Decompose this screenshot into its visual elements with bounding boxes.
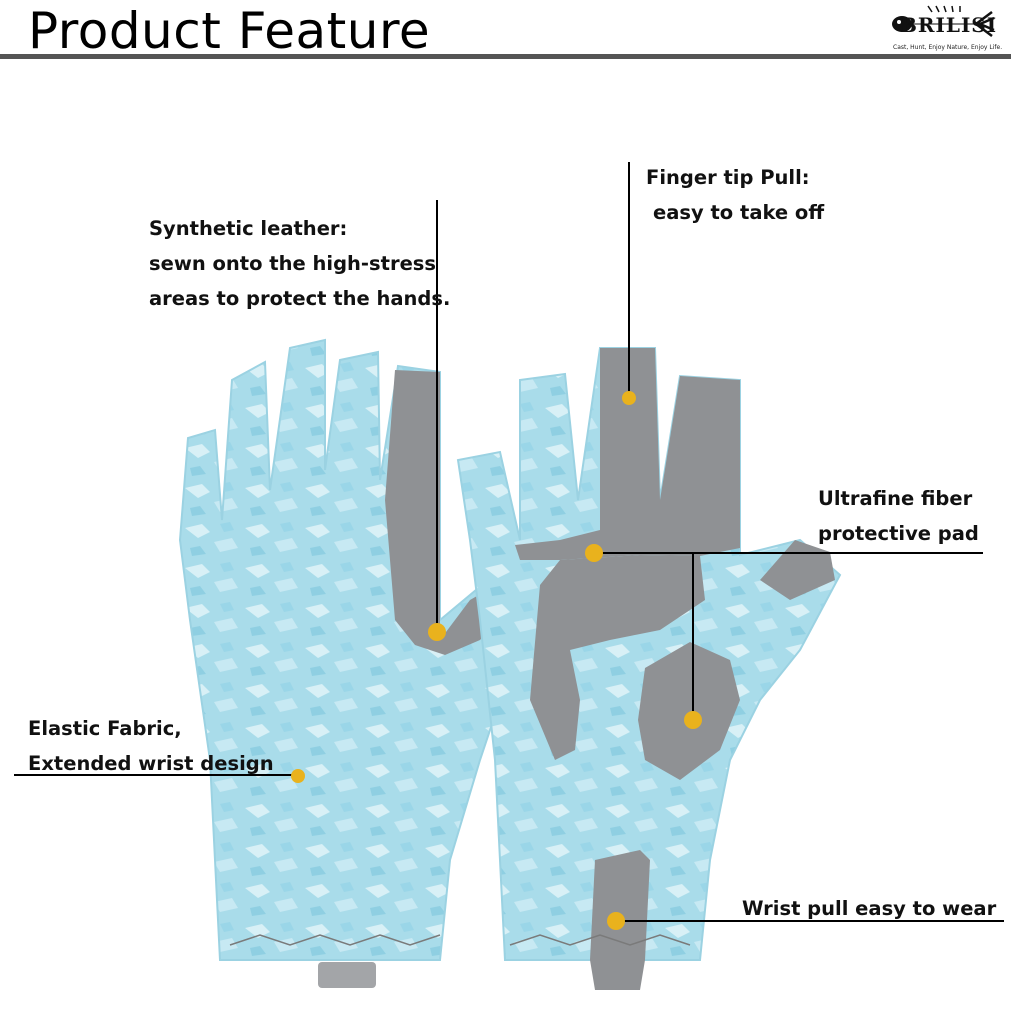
ultrafine-fiber-marker — [585, 544, 603, 562]
right-glove — [456, 347, 842, 990]
brand-wordmark: BRILISI — [900, 13, 998, 37]
synthetic-leather-marker — [428, 623, 446, 641]
pad-marker — [684, 711, 702, 729]
wrist-pull-marker — [607, 912, 625, 930]
finger-tip-pull-label: Finger tip Pull: easy to take off — [646, 166, 825, 224]
finger-tip-pull-marker — [622, 391, 636, 405]
page-title: Product Feature — [28, 2, 431, 60]
fish-skeleton-icon — [892, 5, 995, 37]
elastic-fabric-marker — [291, 769, 305, 783]
brand-tagline: Cast, Hunt, Enjoy Nature, Enjoy Life. — [893, 44, 1003, 51]
synthetic-leather-label: Synthetic leather: sewn onto the high-st… — [149, 217, 451, 310]
ultrafine-fiber-label: Ultrafine fiber protective pad — [818, 487, 979, 545]
header-divider — [0, 54, 1011, 59]
elastic-fabric-label: Elastic Fabric, Extended wrist design — [28, 717, 274, 775]
wrist-pull-label: Wrist pull easy to wear — [742, 897, 997, 920]
